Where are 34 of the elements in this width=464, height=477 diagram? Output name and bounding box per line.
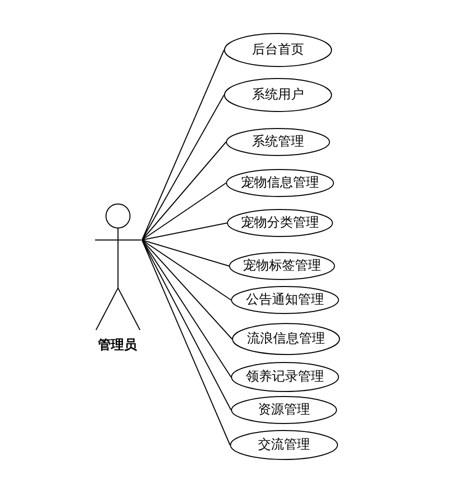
use-case-ellipse	[231, 396, 337, 424]
association-line	[142, 94, 224, 240]
use-case-ellipse	[227, 209, 333, 237]
association-line	[142, 240, 232, 378]
association-line	[142, 142, 226, 240]
use-case-ellipse	[231, 286, 339, 314]
use-case-label: 系统管理	[251, 136, 305, 148]
use-case-label: 宠物分类管理	[240, 216, 320, 230]
use-case-ellipse	[224, 78, 332, 112]
use-case-ellipse	[232, 323, 340, 355]
use-case-ellipse	[226, 128, 330, 156]
association-line	[142, 240, 232, 340]
use-case-label: 宠物信息管理	[240, 176, 320, 190]
use-case-ellipse	[231, 362, 339, 392]
use-case-label: 资源管理	[257, 404, 311, 416]
association-line	[142, 240, 230, 446]
use-case-ellipse	[224, 33, 332, 67]
association-line	[142, 240, 232, 300]
association-line	[142, 240, 232, 410]
use-case-label: 系统用户	[251, 88, 305, 102]
use-case-label: 后台首页	[251, 44, 305, 56]
use-case-label: 领养记录管理	[245, 370, 325, 384]
use-case-label: 流浪信息管理	[246, 332, 326, 346]
use-case-ellipse	[226, 169, 334, 197]
use-case-label: 公告通知管理	[245, 294, 325, 306]
association-line	[142, 182, 226, 240]
use-case-label: 交流管理	[257, 438, 311, 452]
association-line	[142, 240, 230, 266]
use-case-label: 宠物标签管理	[242, 260, 322, 272]
actor-label: 管理员	[98, 339, 137, 352]
association-line	[142, 222, 228, 240]
association-line	[142, 50, 224, 240]
use-case-ellipse	[229, 252, 335, 280]
use-case-ellipse	[230, 430, 338, 460]
